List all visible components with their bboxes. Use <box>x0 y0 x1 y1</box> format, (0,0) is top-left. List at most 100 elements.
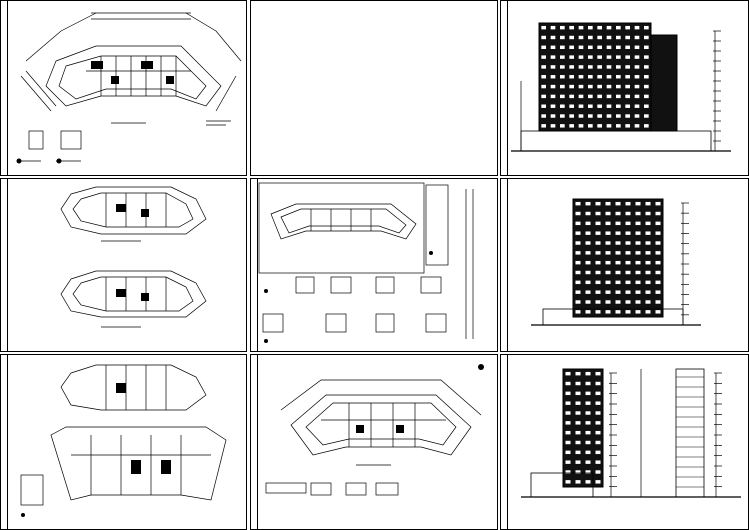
window <box>605 290 611 294</box>
window <box>616 124 621 128</box>
window <box>541 104 546 108</box>
window <box>645 260 651 265</box>
window <box>605 201 611 206</box>
window <box>625 280 631 285</box>
window <box>585 280 591 285</box>
window <box>616 65 621 69</box>
window <box>605 310 611 314</box>
window <box>565 440 571 445</box>
window <box>625 84 630 89</box>
window <box>605 260 611 265</box>
window <box>550 114 556 118</box>
title-strip <box>1 179 8 351</box>
window <box>597 114 602 118</box>
window <box>585 241 591 245</box>
window <box>541 45 546 50</box>
window <box>615 260 621 265</box>
window <box>606 84 612 89</box>
window <box>597 55 602 59</box>
window <box>597 25 602 30</box>
window <box>595 231 601 235</box>
window <box>585 430 591 435</box>
window <box>616 114 621 118</box>
window <box>606 114 612 118</box>
window <box>635 270 641 275</box>
window <box>625 25 630 30</box>
window <box>625 251 631 255</box>
title-strip <box>501 179 508 351</box>
window <box>588 75 593 79</box>
window <box>560 45 565 50</box>
floor-plan-drawing <box>16 12 242 164</box>
floor-plan-and-stair-drawing <box>20 364 227 517</box>
window <box>578 75 584 79</box>
window <box>560 25 565 30</box>
window <box>575 401 581 405</box>
window <box>655 300 661 304</box>
window <box>569 35 574 40</box>
window <box>634 104 640 108</box>
window <box>560 35 565 40</box>
window <box>575 280 581 285</box>
building-mass <box>562 368 604 488</box>
window <box>578 104 584 108</box>
window <box>655 231 661 235</box>
window <box>575 460 581 464</box>
window <box>615 221 621 226</box>
window <box>595 401 601 405</box>
window <box>655 310 661 314</box>
window <box>644 55 649 59</box>
window <box>585 381 591 386</box>
window <box>655 251 661 255</box>
window <box>575 411 581 415</box>
window <box>585 440 591 445</box>
window <box>644 94 649 99</box>
window <box>565 401 571 405</box>
window <box>578 35 584 40</box>
window <box>644 45 649 50</box>
window <box>575 310 581 314</box>
window <box>606 45 612 50</box>
window <box>644 25 649 30</box>
window <box>625 231 631 235</box>
window <box>575 251 581 255</box>
window <box>588 84 593 89</box>
window <box>595 300 601 304</box>
window <box>575 371 581 376</box>
window <box>605 300 611 304</box>
window <box>595 201 601 206</box>
window <box>635 211 641 216</box>
window <box>595 440 601 445</box>
window <box>655 290 661 294</box>
window <box>625 55 630 59</box>
window <box>578 114 584 118</box>
window <box>616 45 621 50</box>
window <box>585 231 591 235</box>
window <box>565 470 571 474</box>
window <box>625 94 630 99</box>
window <box>575 381 581 386</box>
window <box>645 251 651 255</box>
window <box>605 221 611 226</box>
window <box>585 391 591 396</box>
window <box>569 84 574 89</box>
window <box>625 310 631 314</box>
building-mass <box>572 198 664 318</box>
window <box>597 35 602 40</box>
window <box>585 290 591 294</box>
window <box>578 25 584 30</box>
window <box>634 124 640 128</box>
elevation-drawing <box>511 22 731 152</box>
window <box>550 35 556 40</box>
window <box>645 270 651 275</box>
window <box>565 421 571 425</box>
window <box>541 84 546 89</box>
window <box>605 241 611 245</box>
window <box>634 55 640 59</box>
window <box>616 35 621 40</box>
window <box>585 310 591 314</box>
title-strip <box>1 355 8 529</box>
window <box>625 45 630 50</box>
window <box>585 300 591 304</box>
title-strip <box>501 1 508 175</box>
